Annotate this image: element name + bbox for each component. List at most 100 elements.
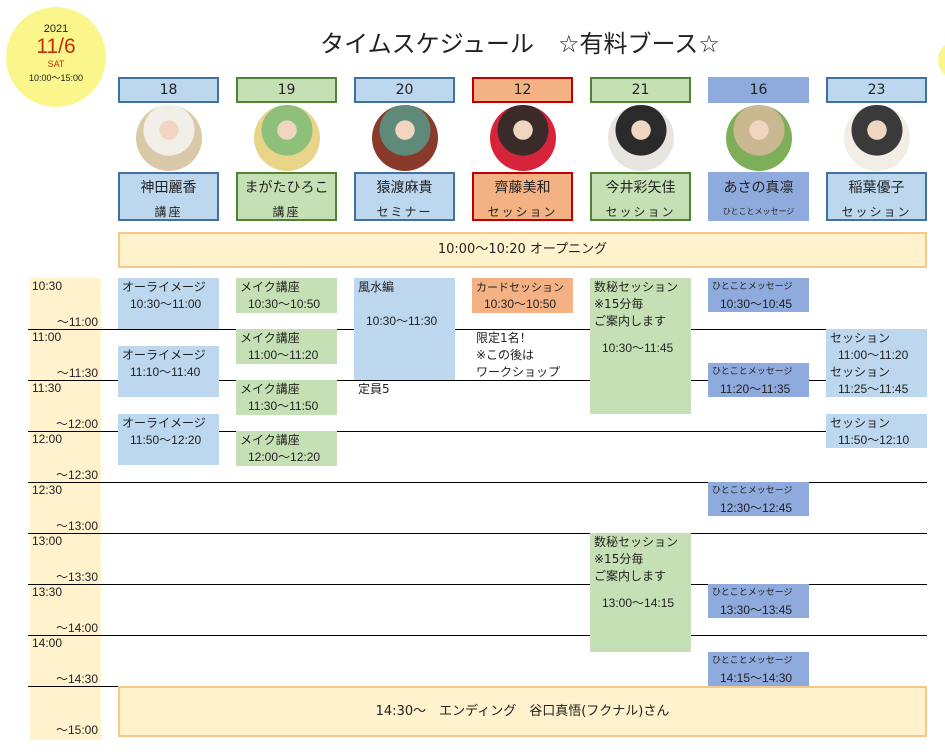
event-block[interactable]: メイク講座 10:30〜10:50 bbox=[236, 278, 337, 313]
slot-end: 〜13:30 bbox=[55, 570, 98, 584]
event-title: セッション bbox=[830, 365, 891, 379]
booth-number: 20 bbox=[354, 77, 455, 103]
event-title: ※15分毎 bbox=[594, 297, 644, 311]
event-time: 11:25〜11:45 bbox=[838, 382, 909, 396]
booth-host-photo bbox=[844, 105, 910, 171]
booth-host-photo bbox=[490, 105, 556, 171]
event-block[interactable]: メイク講座 11:30〜11:50 bbox=[236, 380, 337, 415]
host-name: まがたひろこ bbox=[244, 180, 329, 196]
slot-end: 〜13:00 bbox=[55, 519, 98, 533]
event-block[interactable]: セッション 11:00〜11:20 セッション 11:25〜11:45 bbox=[826, 329, 927, 397]
note-line: ワークショップ bbox=[476, 365, 561, 379]
event-title: メイク講座 bbox=[240, 382, 300, 396]
event-time: 11:50〜12:10 bbox=[838, 433, 910, 447]
grid-line bbox=[28, 533, 927, 534]
event-title: 数秘セッション bbox=[594, 280, 679, 294]
booth-host-photo bbox=[726, 105, 792, 171]
booth-name-box: まがたひろこ 講座 bbox=[236, 172, 337, 221]
slot-start: 10:30 bbox=[32, 279, 63, 293]
slot-end: 〜12:30 bbox=[55, 468, 98, 482]
weekday: SAT bbox=[47, 59, 65, 69]
event-title: ひとことメッセージ bbox=[712, 367, 793, 377]
host-name: 猿渡麻貴 bbox=[376, 180, 433, 196]
ending-banner: 14:30〜 エンディング 谷口真悟(フクナル)さん bbox=[118, 686, 927, 737]
year: 2021 bbox=[43, 23, 69, 35]
event-block[interactable]: ひとことメッセージ 10:30〜10:45 bbox=[708, 278, 809, 312]
booth-name-box: 猿渡麻貴 セミナー bbox=[354, 172, 455, 221]
page-title: タイムスケジュール ☆有料ブース☆ bbox=[320, 30, 720, 58]
booth-host-photo bbox=[136, 105, 202, 171]
booth-type: 講座 bbox=[154, 205, 183, 219]
event-day: 11/6 bbox=[36, 35, 76, 58]
slot-end: 〜11:30 bbox=[56, 366, 98, 380]
time-column bbox=[30, 278, 101, 740]
event-time: 11:30〜11:50 bbox=[248, 399, 319, 413]
event-time: 14:15〜14:30 bbox=[720, 671, 793, 685]
grid-line bbox=[28, 380, 927, 381]
session-note: 限定1名！※この後はワークショップ bbox=[476, 330, 560, 381]
slot-start: 11:00 bbox=[32, 330, 62, 344]
booth-number: 18 bbox=[118, 77, 219, 103]
event-title: カードセッション bbox=[476, 281, 564, 294]
event-title: オーライメージ bbox=[122, 416, 206, 430]
booth-name-box: あさの真凛 ひとことメッセージ bbox=[708, 172, 809, 221]
event-title: メイク講座 bbox=[240, 331, 300, 345]
event-time: 10:30〜10:50 bbox=[248, 297, 321, 311]
booth-name-box: 稲葉優子 セッション bbox=[826, 172, 927, 221]
event-time: 12:00〜12:20 bbox=[248, 450, 321, 464]
event-title: ご案内します bbox=[594, 569, 667, 583]
host-name: あさの真凛 bbox=[723, 180, 794, 196]
event-time: 13:30〜13:45 bbox=[720, 603, 793, 617]
grid-line bbox=[28, 482, 927, 483]
slot-start: 13:00 bbox=[32, 534, 63, 548]
booth-type: セッション bbox=[841, 205, 912, 219]
event-title: ひとことメッセージ bbox=[712, 282, 793, 292]
grid-line bbox=[28, 635, 927, 636]
slot-end: 〜15:00 bbox=[55, 723, 98, 737]
booth-type: 講座 bbox=[272, 205, 301, 219]
host-name: 稲葉優子 bbox=[848, 180, 905, 196]
slot-end: 〜14:30 bbox=[55, 672, 98, 686]
grid-line bbox=[28, 431, 927, 432]
event-title: ご案内します bbox=[594, 314, 667, 328]
booth-type: ひとことメッセージ bbox=[722, 207, 795, 216]
booth-host-photo bbox=[254, 105, 320, 171]
event-title: 風水編 bbox=[358, 280, 395, 294]
slot-start: 13:30 bbox=[32, 585, 63, 599]
slot-end: 〜12:00 bbox=[55, 417, 98, 431]
booth-type: セッション bbox=[605, 205, 676, 219]
note-line: 限定1名！ bbox=[476, 331, 532, 345]
slot-start: 12:30 bbox=[32, 483, 63, 497]
event-title: オーライメージ bbox=[122, 348, 206, 362]
capacity-note: 定員5 bbox=[358, 382, 390, 396]
booth-name-box: 齊藤美和 セッション bbox=[472, 172, 573, 221]
event-title: セッション bbox=[830, 331, 891, 345]
booth-name-box: 神田麗香 講座 bbox=[118, 172, 219, 221]
booth-type: セッション bbox=[487, 205, 558, 219]
slot-end: 〜11:00 bbox=[56, 315, 98, 329]
event-time: 10:30〜10:45 bbox=[720, 297, 793, 311]
event-title: ひとことメッセージ bbox=[712, 486, 793, 496]
booth-number: 23 bbox=[826, 77, 927, 103]
event-time: 11:00〜11:20 bbox=[248, 348, 319, 362]
booth-number: 19 bbox=[236, 77, 337, 103]
event-time: 11:00〜11:20 bbox=[838, 348, 909, 362]
decorative-circle bbox=[938, 40, 945, 80]
slot-start: 11:30 bbox=[32, 381, 62, 395]
event-hours: 10:00〜15:00 bbox=[28, 73, 84, 83]
event-title: メイク講座 bbox=[240, 280, 300, 294]
event-block[interactable]: メイク講座 11:00〜11:20 bbox=[236, 329, 337, 364]
